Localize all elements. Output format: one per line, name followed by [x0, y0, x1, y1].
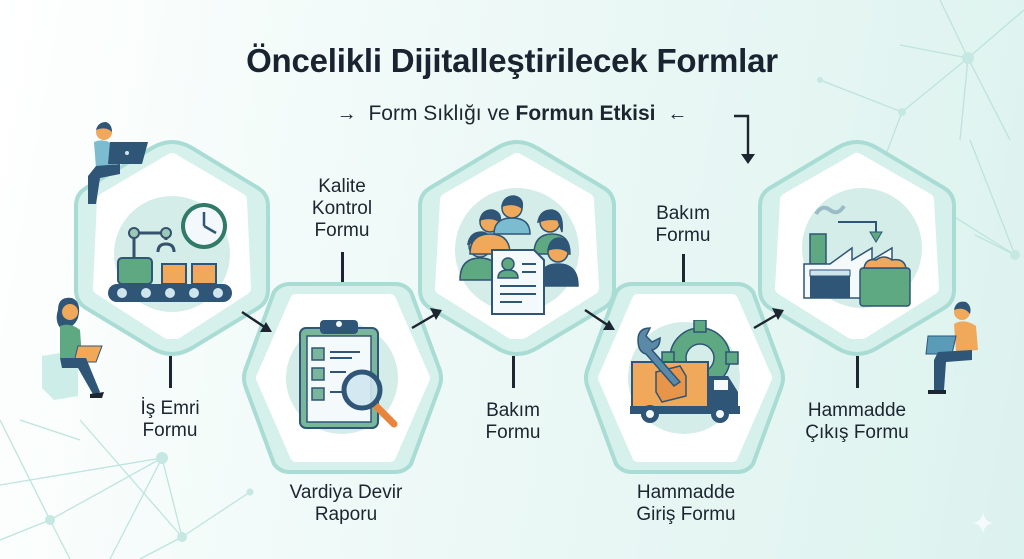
person-laptop-left-illustration	[42, 297, 104, 400]
truck-wrench-gear-icon	[630, 320, 740, 423]
flow-arrow-2-icon	[411, 308, 442, 330]
subtitle-regular: Form Sıklığı ve	[368, 102, 510, 125]
page-title: Öncelikli Dijitalleştirilecek Formlar	[246, 42, 778, 79]
arrow-left-icon: ←	[667, 103, 688, 125]
sparkle-icon	[972, 512, 994, 534]
node-label-bakim: Bakım Formu	[485, 400, 541, 443]
node-top-label-kalite-kontrol: Kalite Kontrol Formu	[311, 176, 373, 241]
node-label-hammadde-giris: Hammadde Giriş Formu	[636, 482, 736, 525]
corner-arrow-down-icon	[734, 114, 755, 164]
connector-line	[856, 356, 859, 388]
flow-arrow-1-icon	[241, 311, 272, 332]
connector-line	[512, 356, 515, 388]
connector-line	[169, 356, 172, 388]
team-document-icon	[459, 195, 579, 315]
node-label-hammadde-cikis: Hammadde Çıkış Formu	[805, 400, 909, 443]
flow-arrow-3-icon	[584, 309, 615, 330]
node-label-vardiya: Vardiya Devir Raporu	[289, 482, 403, 525]
conveyor-robot-clock-icon	[108, 203, 232, 302]
arrow-right-icon: →	[336, 103, 357, 125]
node-label-is-emri: İş Emri Formu	[140, 398, 200, 441]
page-subtitle: → Form Sıklığı ve Formun Etkisi ←	[0, 102, 1024, 126]
connector-line	[341, 252, 344, 286]
node-top-label-bakim: Bakım Formu	[655, 203, 711, 246]
person-laptop-right-illustration	[925, 301, 990, 394]
connector-line	[682, 254, 685, 288]
clipboard-checklist-magnifier-icon	[299, 320, 398, 429]
subtitle-bold: Formun Etkisi	[515, 102, 656, 125]
flow-arrow-4-icon	[753, 308, 784, 330]
person-laptop-top-left-illustration	[88, 122, 148, 204]
factory-container-icon	[803, 204, 911, 307]
